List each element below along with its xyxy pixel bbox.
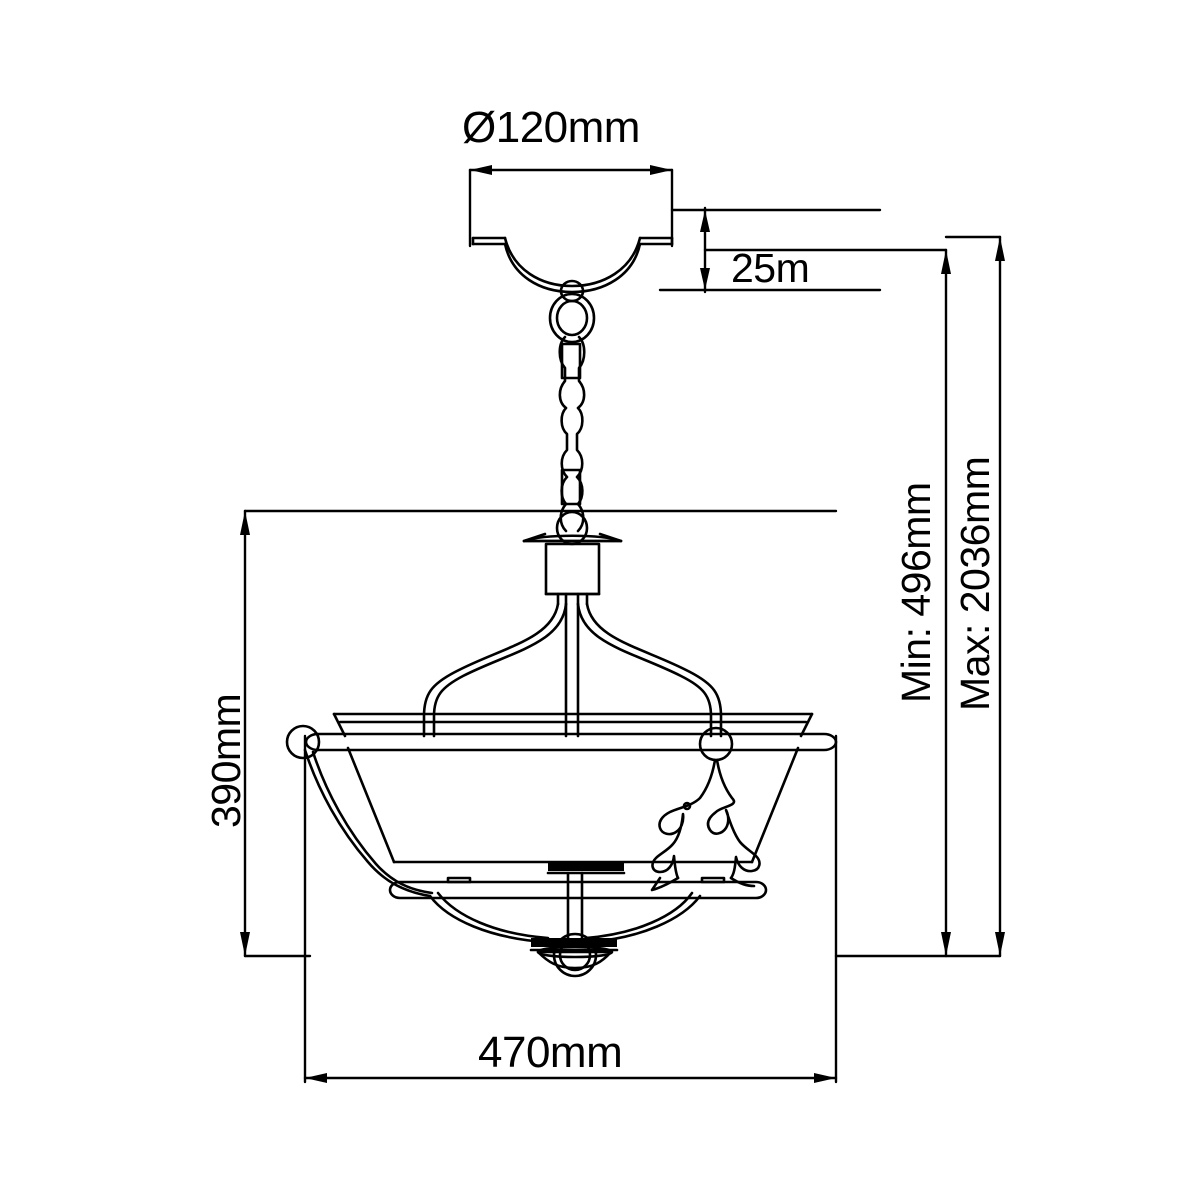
suspension-chain xyxy=(555,335,589,546)
dimension-label-max-drop: Max: 2036mm xyxy=(952,456,998,711)
chain-cover-plate xyxy=(522,532,623,543)
bottom-bowl-curve xyxy=(428,891,702,944)
shade-bowl xyxy=(332,712,814,864)
corner-ball-accents xyxy=(285,724,734,762)
bottom-finial-ring xyxy=(536,932,614,978)
hanging-loop xyxy=(548,279,596,344)
lower-cross-bar xyxy=(388,876,768,900)
ceiling-canopy xyxy=(471,236,674,294)
dimension-label-canopy-height: 25m xyxy=(731,245,810,291)
center-rod xyxy=(529,863,626,952)
scroll-arms xyxy=(303,748,434,898)
dimension-label-canopy-diameter: Ø120mm xyxy=(462,103,640,152)
dimension-label-shade-width: 470mm xyxy=(478,1028,623,1077)
dimension-label-shade-height: 390mm xyxy=(203,693,249,828)
dimension-label-min-drop: Min: 496mm xyxy=(893,482,939,703)
dimension-max-drop xyxy=(944,235,1005,958)
fleur-ornament xyxy=(650,758,761,892)
shade-rim-band xyxy=(304,732,838,752)
dimension-width xyxy=(303,734,838,1084)
curved-support-arms xyxy=(422,602,723,738)
dimension-diameter xyxy=(468,165,674,248)
dimension-min-drop xyxy=(703,248,951,958)
dimension-shade-height xyxy=(240,509,838,958)
central-body-block xyxy=(544,542,601,606)
